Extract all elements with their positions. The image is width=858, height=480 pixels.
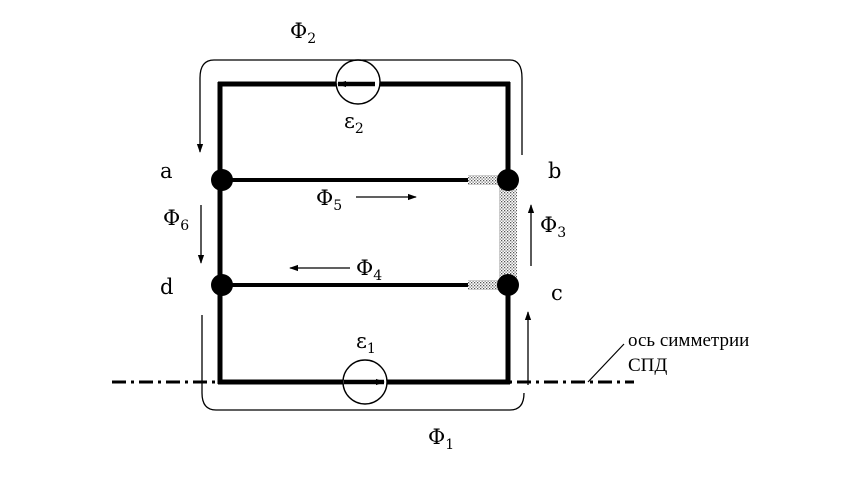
right-gap-hatch <box>499 183 517 283</box>
emf-source-2 <box>335 59 381 105</box>
bottom-brace <box>201 392 525 411</box>
axis-label-line2: СПД <box>628 355 667 376</box>
axis-leader-line <box>587 343 625 383</box>
upper-gap-hatch <box>468 175 502 185</box>
node-b-label: b <box>548 159 561 183</box>
lower-gap-hatch <box>468 280 502 290</box>
node-d-label: d <box>160 275 173 299</box>
flux-4-label: Φ4 <box>356 256 382 284</box>
flux-5-label: Φ5 <box>316 186 342 214</box>
emf-source-1 <box>342 359 388 405</box>
emf-2-label: ε2 <box>344 109 364 137</box>
flux-6-label: Φ6 <box>163 206 189 234</box>
flux-3-label: Φ3 <box>540 213 566 241</box>
emf-1-label: ε1 <box>356 329 376 357</box>
node-c-label: c <box>551 281 563 305</box>
node-d <box>211 274 233 296</box>
node-c <box>497 274 519 296</box>
flux-2-label: Φ2 <box>290 19 316 47</box>
axis-label-line1: ось симметрии <box>628 330 749 351</box>
flux-1-label: Φ1 <box>428 425 454 453</box>
node-a-label: a <box>160 159 173 183</box>
node-b <box>497 169 519 191</box>
top-brace <box>199 59 523 79</box>
node-a <box>211 169 233 191</box>
